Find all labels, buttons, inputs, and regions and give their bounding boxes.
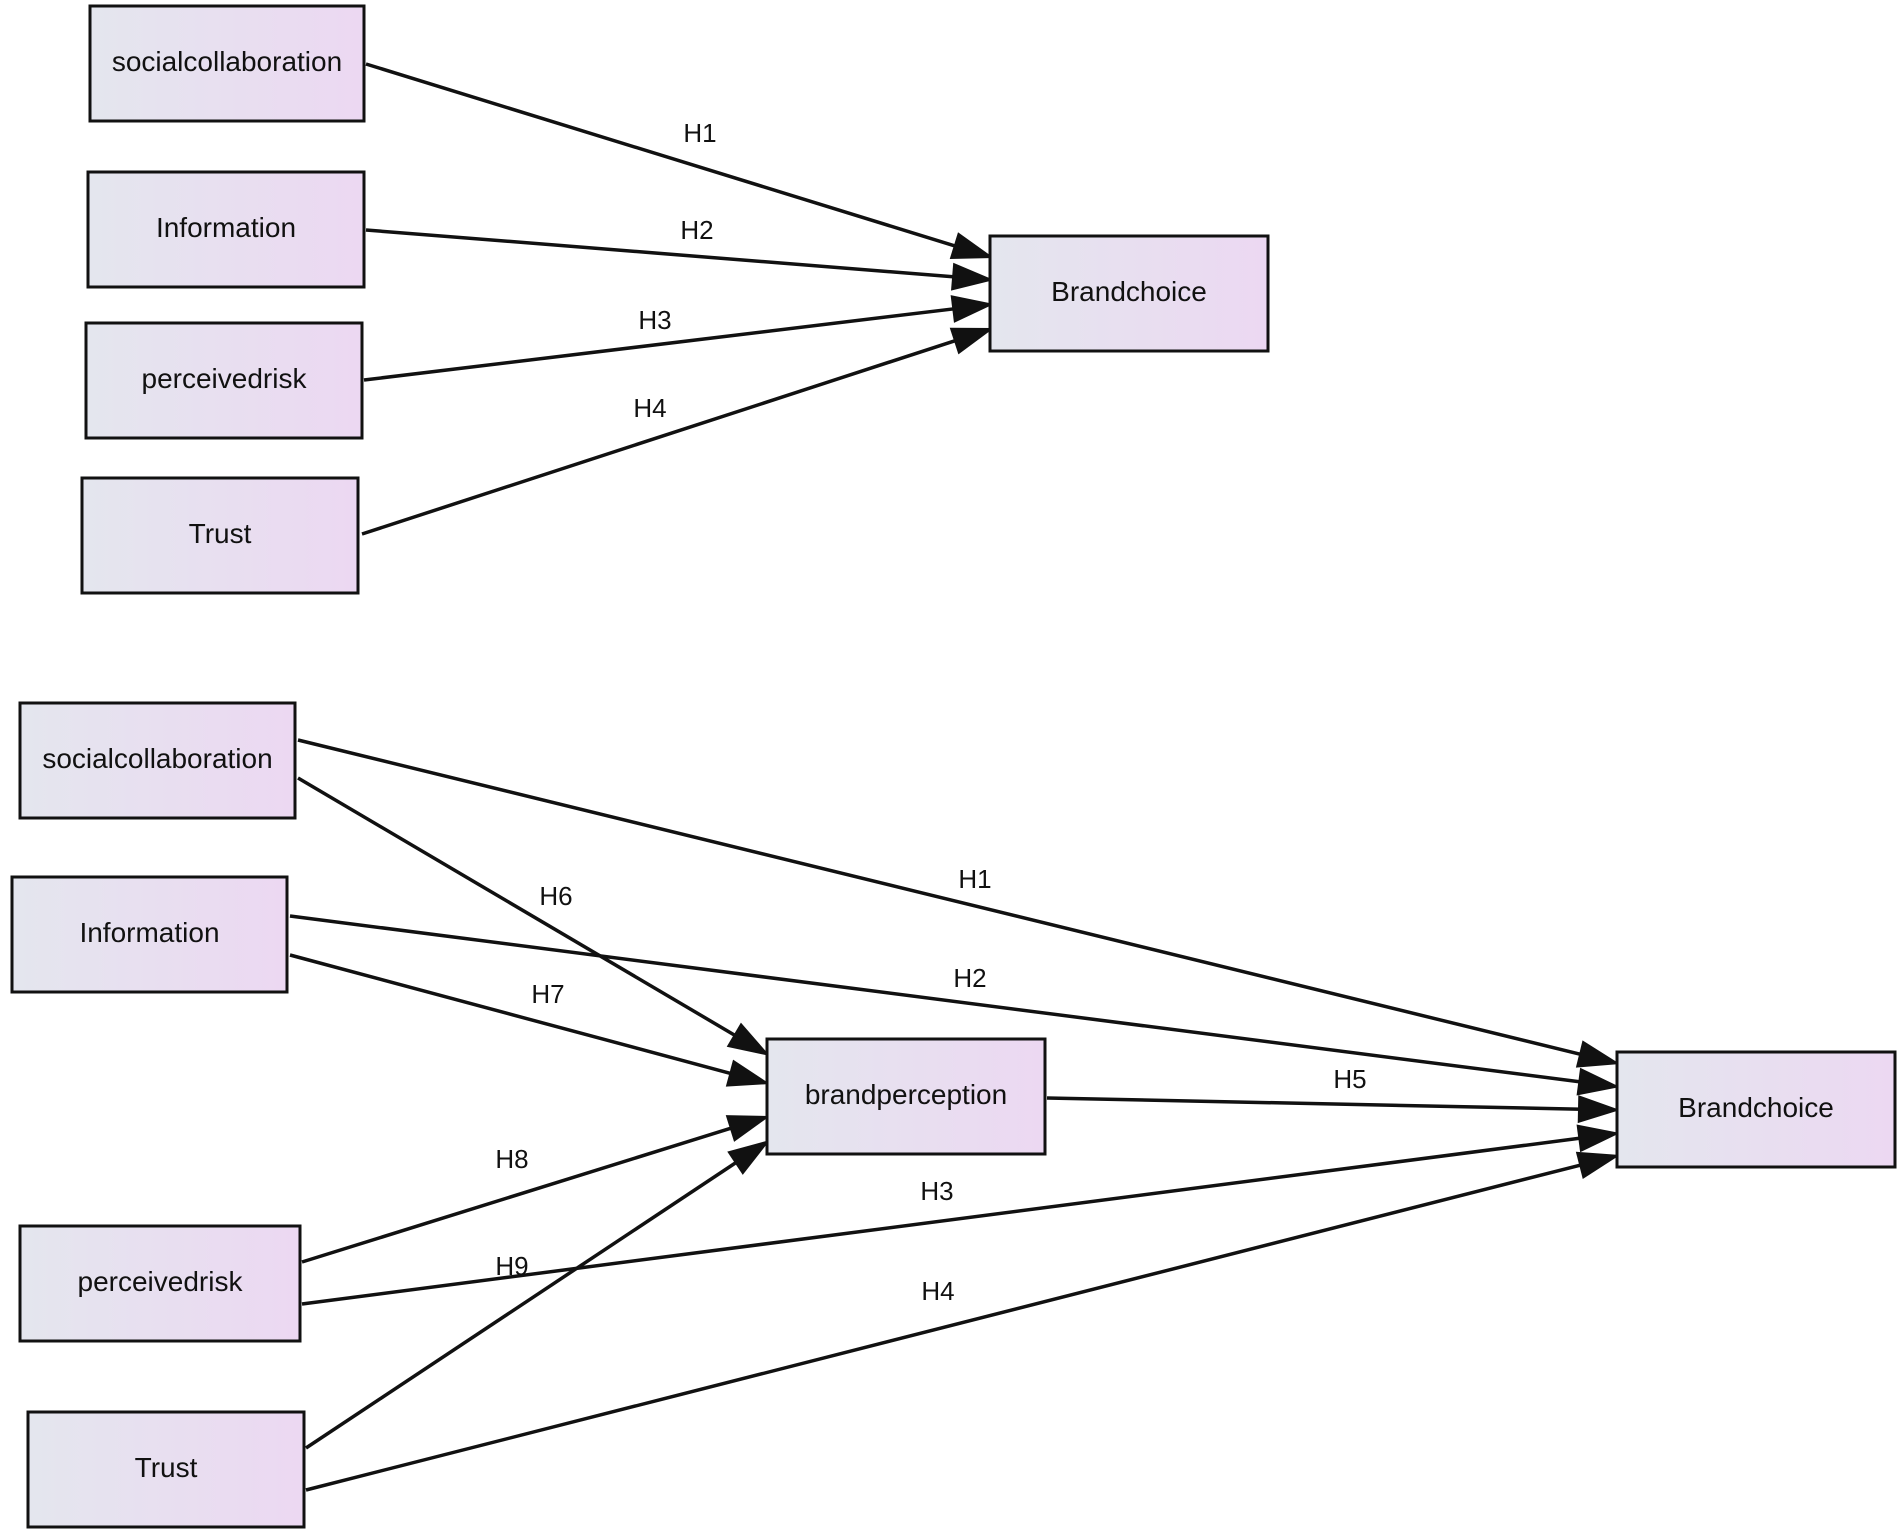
arrowhead xyxy=(1576,1067,1620,1096)
edge-info1-to-brand1 xyxy=(365,228,957,279)
edge-label-h4: H4 xyxy=(921,1276,954,1306)
arrowhead xyxy=(1575,1151,1620,1179)
edge-social2-to-brand2 xyxy=(297,738,1584,1057)
edge-label-h1: H1 xyxy=(683,118,716,148)
node-information: Information xyxy=(10,875,289,994)
node-label: socialcollaboration xyxy=(42,743,272,774)
edge-label-h1: H1 xyxy=(958,864,991,894)
edge-label-h2: H2 xyxy=(680,215,713,245)
arrowhead xyxy=(725,1115,770,1142)
edge-perc2-to-brand2 xyxy=(1046,1096,1583,1111)
arrowhead xyxy=(949,327,994,355)
node-box xyxy=(765,1037,1047,1156)
edge-social2-to-perc2 xyxy=(297,776,739,1039)
node-label: Brandchoice xyxy=(1051,276,1207,307)
arrowhead xyxy=(1575,1040,1620,1068)
node-label: Information xyxy=(156,212,296,243)
edge-risk1-to-brand1 xyxy=(363,306,957,382)
node-label: Information xyxy=(79,917,219,948)
arrowhead xyxy=(951,262,994,291)
node-box xyxy=(86,170,366,289)
edge-label-h6: H6 xyxy=(539,881,572,911)
edge-trust2-to-brand2 xyxy=(305,1162,1584,1492)
node-perceivedrisk: perceivedrisk xyxy=(18,1224,302,1343)
edge-label-h8: H8 xyxy=(495,1144,528,1174)
node-brandchoice: Brandchoice xyxy=(988,234,1270,353)
edges-layer xyxy=(289,62,1620,1492)
node-box xyxy=(84,321,364,440)
edge-label-h3: H3 xyxy=(920,1176,953,1206)
nodes-layer: socialcollaborationInformationperceivedr… xyxy=(10,4,1897,1529)
edge-label-h7: H7 xyxy=(531,979,564,1009)
edge-info2-to-brand2 xyxy=(289,914,1583,1084)
edge-label-h5: H5 xyxy=(1333,1064,1366,1094)
node-trust: Trust xyxy=(80,476,360,595)
node-label: Brandchoice xyxy=(1678,1092,1834,1123)
node-information: Information xyxy=(86,170,366,289)
node-brandperception: brandperception xyxy=(765,1037,1047,1156)
arrowhead xyxy=(725,1059,770,1087)
edge-label-h9: H9 xyxy=(495,1251,528,1281)
arrowhead xyxy=(726,1022,770,1056)
node-brandchoice: Brandchoice xyxy=(1615,1050,1897,1169)
node-box xyxy=(988,234,1270,353)
node-box xyxy=(80,476,360,595)
node-box xyxy=(18,1224,302,1343)
arrowhead xyxy=(1576,1124,1620,1153)
arrowhead xyxy=(950,295,994,323)
node-label: brandperception xyxy=(805,1079,1007,1110)
edge-info2-to-perc2 xyxy=(289,953,734,1076)
node-label: Trust xyxy=(189,518,252,549)
node-label: perceivedrisk xyxy=(142,363,308,394)
edge-label-h2: H2 xyxy=(953,963,986,993)
arrowhead xyxy=(949,232,994,259)
node-trust: Trust xyxy=(26,1410,306,1529)
edge-risk2-to-brand2 xyxy=(301,1136,1583,1306)
edge-trust2-to-perc2 xyxy=(305,1159,740,1450)
edge-risk2-to-perc2 xyxy=(301,1125,735,1264)
node-socialcollaboration: socialcollaboration xyxy=(18,701,297,820)
node-perceivedrisk: perceivedrisk xyxy=(84,321,364,440)
edge-social1-to-brand1 xyxy=(365,62,959,249)
node-box xyxy=(88,4,366,123)
edge-label-h3: H3 xyxy=(638,305,671,335)
node-box xyxy=(1615,1050,1897,1169)
edge-trust1-to-brand1 xyxy=(361,338,959,536)
arrowhead xyxy=(727,1140,770,1175)
node-label: perceivedrisk xyxy=(78,1266,244,1297)
edge-label-h4: H4 xyxy=(633,393,666,423)
node-label: Trust xyxy=(135,1452,198,1483)
node-socialcollaboration: socialcollaboration xyxy=(88,4,366,123)
node-box xyxy=(10,875,289,994)
node-label: socialcollaboration xyxy=(112,46,342,77)
arrowhead xyxy=(1577,1095,1620,1124)
node-box xyxy=(26,1410,306,1529)
node-box xyxy=(18,701,297,820)
